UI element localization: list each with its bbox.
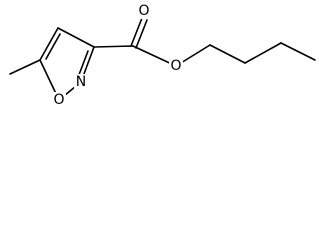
bond-carbonyl-double-a: [130, 17, 143, 47]
bond-c3-carbonyl: [93, 45, 134, 48]
bond-c5-c4-inner: [45, 33, 61, 60]
ester-oxygen-label: O: [170, 58, 181, 74]
bond-carbonyl-ester-o: [132, 45, 177, 67]
ring-oxygen-label: O: [53, 92, 64, 108]
bond-methyl-c5: [9, 59, 41, 75]
bond-c3-c4: [280, 42, 316, 61]
bond-c4-c3: [57, 27, 95, 48]
bond-c2-c3: [244, 42, 282, 64]
bond-c1-c2: [209, 44, 246, 64]
atom-carbonyl-oxygen: O: [137, 3, 151, 19]
atom-ring-oxygen: O: [52, 92, 66, 108]
bond-c5-c4: [39, 27, 59, 61]
atom-ring-nitrogen: N: [74, 74, 88, 90]
carbonyl-oxygen-label: O: [138, 3, 149, 19]
bond-carbonyl-double-b: [135, 19, 148, 49]
molecule-structure: N O O O: [9, 3, 316, 108]
atom-ester-oxygen: O: [169, 58, 183, 74]
ring-nitrogen-label: N: [76, 74, 86, 90]
